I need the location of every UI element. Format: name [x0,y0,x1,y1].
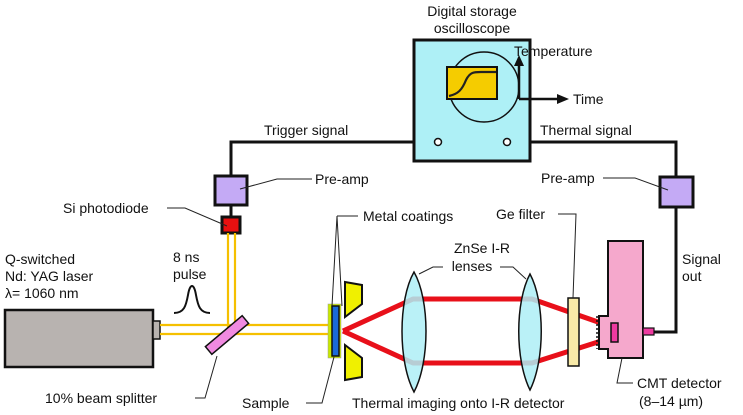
detector-output-connector [642,327,655,336]
oscilloscope-body [412,38,532,163]
ge-filter-label: Ge filter [496,206,545,222]
temperature-trace [448,70,496,98]
metal-coatings-label: Metal coatings [363,208,453,224]
photodiode-leader [167,207,228,227]
photodiode-label: Si photodiode [63,200,149,216]
sample [331,305,340,357]
pulse-shape-icon [173,285,211,314]
axis-label-temperature: Temperature [514,43,593,59]
thermal-wire [507,140,678,178]
thermal-ray-upper [341,296,599,334]
oscilloscope-label-line2: oscilloscope [434,20,510,36]
sample-holder-lower [344,342,363,382]
preamp-right-label: Pre-amp [541,170,595,186]
time-axis-arrow-icon [557,94,569,104]
lens-left-leader [418,266,443,275]
laser-label-line3: λ= 1060 nm [5,285,79,301]
pulse-label-line1: 8 ns [173,249,199,265]
signal-out-label-line2: out [682,268,702,284]
ge-filter [567,297,580,367]
beam-splitter-label: 10% beam splitter [45,390,157,406]
detector-element [610,322,619,343]
metal-coatings-leader [331,215,343,307]
preamp-left-leader [239,178,312,190]
detector-leader [616,357,633,384]
signal-out-label-line1: Signal [682,251,721,267]
detector-label-line2: (8–14 µm) [639,393,703,409]
oscilloscope-label-line1: Digital storage [427,3,517,19]
ge-filter-leader [558,213,577,299]
axis-inset [514,55,569,104]
thermal-ray-lower [341,328,599,366]
preamp-left-label: Pre-amp [315,171,369,187]
nd-yag-laser [3,308,155,369]
thermal-input-port [502,137,512,147]
trigger-wire [229,140,438,178]
axis-label-time: Time [573,91,604,107]
detector-label-line1: CMT detector [637,375,722,391]
sample-holder-upper [344,280,363,320]
thermal-imaging-label: Thermal imaging onto I-R detector [352,395,565,411]
laser-aperture [152,320,161,340]
si-photodiode [220,215,242,235]
thermal-signal-label: Thermal signal [540,122,632,138]
trigger-input-port [433,137,443,147]
sample-leader [306,356,335,404]
lenses-label-line2: lenses [452,258,492,274]
sample-label: Sample [242,395,290,411]
temperature-axis-arrow-icon [514,55,524,66]
beam-splitter-plate [204,314,250,356]
preamp-right-leader [603,177,669,191]
lens-right-leader [500,266,527,280]
cmt-detector-housing [598,240,644,359]
preamp-left [213,174,249,207]
oscilloscope [412,38,532,163]
preamp-right [658,175,695,209]
laser-label-line1: Q-switched [5,251,75,267]
lenses-label-line1: ZnSe I-R [454,240,510,256]
signal-out-wire [654,207,678,334]
laser-label-line2: Nd: YAG laser [5,268,94,284]
znse-lens-left [401,270,427,394]
beam-splitter [204,314,250,356]
znse-lens-right [518,272,542,392]
pulse-label-line2: pulse [173,266,207,282]
beam-splitter-leader [195,355,218,399]
trigger-signal-label: Trigger signal [264,122,348,138]
